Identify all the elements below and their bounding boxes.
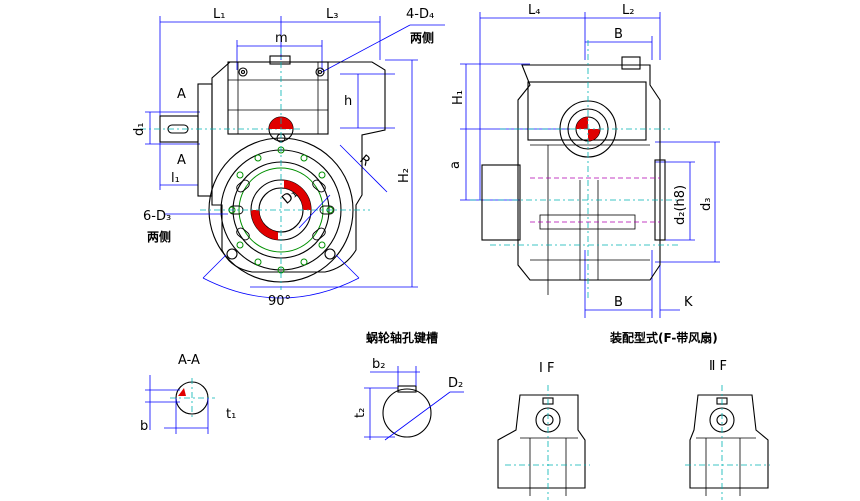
- label-b2: b₂: [372, 357, 385, 372]
- label-t2: t₂: [353, 408, 368, 418]
- label-l1: l₁: [171, 171, 180, 186]
- label-D4: 4-D₄: [406, 7, 434, 22]
- label-type-IF: Ⅰ F: [539, 361, 554, 376]
- label-assembly-title: 装配型式(F-带风扇): [609, 330, 718, 345]
- label-H2: H₂: [397, 168, 412, 183]
- label-h: h: [344, 94, 352, 109]
- label-angle: 90°: [268, 294, 291, 309]
- label-K: K: [684, 295, 693, 310]
- label-A-top: A: [177, 87, 186, 102]
- label-d1: d₁: [132, 123, 147, 136]
- keyway-section: [364, 366, 464, 441]
- label-L1: L₁: [213, 7, 225, 22]
- front-view: [140, 16, 445, 299]
- label-m: m: [275, 31, 288, 46]
- section-aa: [145, 375, 215, 434]
- label-b: b: [140, 419, 148, 434]
- label-A-bottom: A: [177, 153, 186, 168]
- label-B-top: B: [614, 27, 623, 42]
- label-type-IIF: Ⅱ F: [709, 359, 727, 374]
- label-D2: D₂: [448, 376, 463, 391]
- label-a: a: [448, 161, 463, 169]
- label-both-sides-2: 两侧: [147, 229, 171, 244]
- label-B-bottom: B: [614, 295, 623, 310]
- label-section-AA: A-A: [178, 353, 200, 368]
- side-view: [460, 12, 720, 318]
- label-L2: L₂: [622, 3, 634, 18]
- assembly-type-IIF: [685, 385, 770, 500]
- label-keyway-title: 蜗轮轴孔键槽: [366, 330, 438, 345]
- label-L4: L₄: [528, 3, 540, 18]
- label-d2: d₂(h8): [673, 185, 688, 225]
- label-d3: d₃: [699, 198, 714, 211]
- label-both-sides-1: 两侧: [410, 30, 434, 45]
- label-t1: t₁: [226, 407, 236, 422]
- label-H1: H₁: [451, 90, 466, 105]
- label-R: R: [356, 152, 373, 169]
- label-L3: L₃: [326, 7, 338, 22]
- label-D3: 6-D₃: [143, 209, 171, 224]
- assembly-type-IF: [497, 385, 590, 500]
